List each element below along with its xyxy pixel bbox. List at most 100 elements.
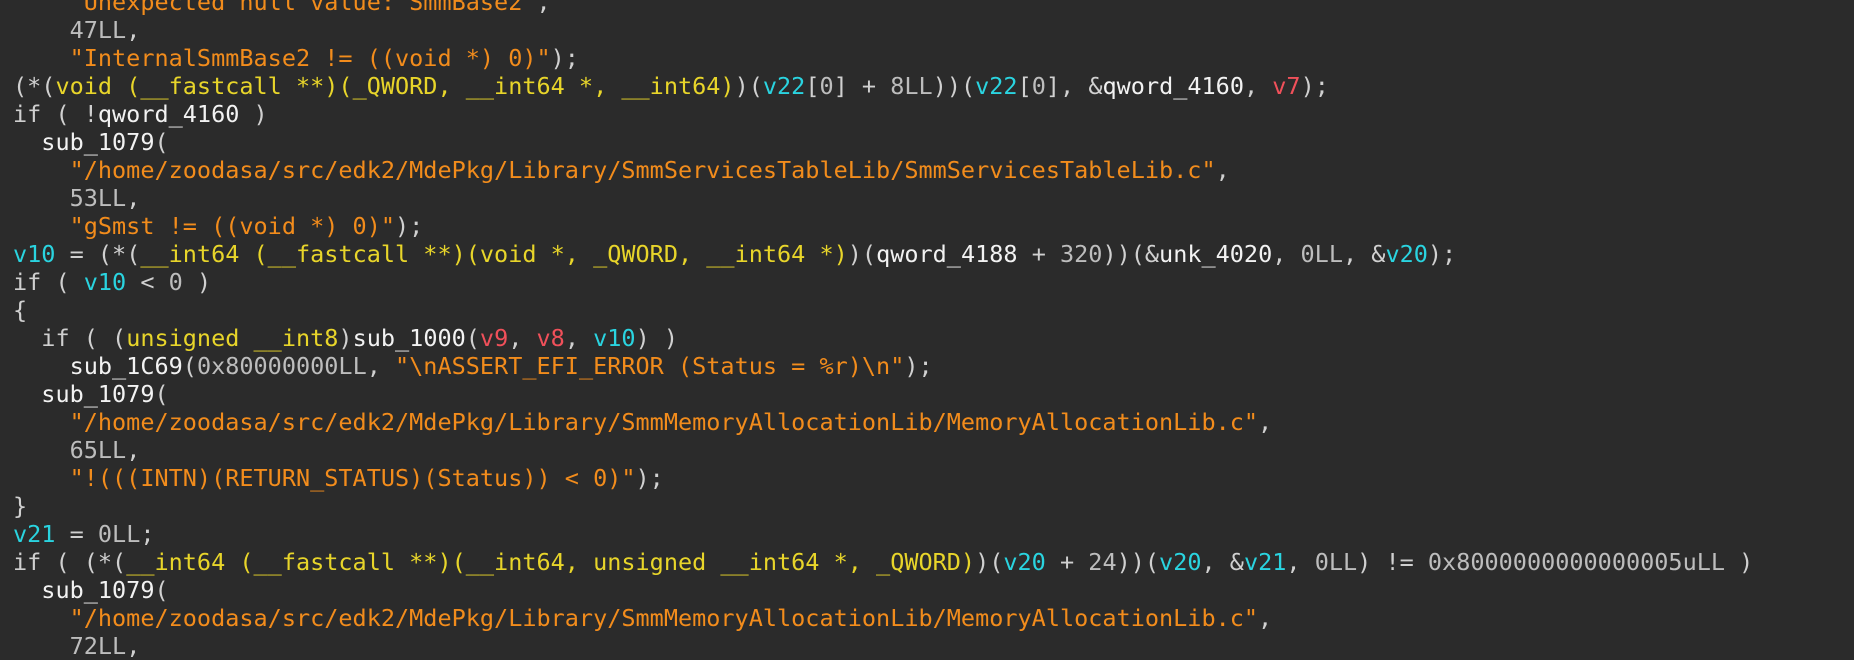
code-token: __int64 (__fastcall **)(__int64, unsigne… (126, 548, 976, 576)
code-token: 0LL (1314, 548, 1358, 576)
code-token: ))( (1116, 548, 1160, 576)
code-token: ] + (833, 72, 891, 100)
code-token: unk_4020 (1159, 240, 1273, 268)
code-token: ( (182, 352, 197, 380)
code-token: v20 (1003, 548, 1046, 576)
code-token (13, 212, 70, 240)
code-token: ); (904, 352, 933, 380)
code-token: [ (1017, 72, 1032, 100)
code-token: , (1258, 408, 1273, 436)
code-token: 0 (819, 72, 834, 100)
code-token: v21 (13, 520, 56, 548)
code-token: , (564, 324, 594, 352)
code-token: v20 (1385, 240, 1428, 268)
code-token: v8 (536, 324, 565, 352)
code-token: ( (*( (41, 548, 127, 576)
code-token: ); (395, 212, 424, 240)
code-token: v10 (593, 324, 636, 352)
code-token (13, 44, 70, 72)
code-token: ( (154, 380, 169, 408)
code-token: unsigned __int8 (126, 324, 339, 352)
code-line: if ( (*(__int64 (__fastcall **)(__int64,… (0, 548, 1854, 576)
code-line: 47LL, (0, 16, 1854, 44)
code-token: , (126, 184, 141, 212)
code-token: if (13, 100, 42, 128)
code-line: v10 = (*(__int64 (__fastcall **)(void *,… (0, 240, 1854, 268)
code-token: ); (1300, 72, 1329, 100)
code-line: "!(((INTN)(RETURN_STATUS)(Status)) < 0)"… (0, 464, 1854, 492)
code-token: + (1017, 240, 1060, 268)
code-token (13, 324, 41, 352)
code-token (13, 184, 70, 212)
code-token: + (1045, 548, 1089, 576)
code-token: = (55, 520, 98, 548)
code-token: void (__fastcall **)(_QWORD, __int64 *, … (55, 72, 735, 100)
code-token: 24 (1088, 548, 1117, 576)
code-token: sub_1079 (41, 128, 155, 156)
code-token: sub_1079 (41, 576, 155, 604)
code-line: "/home/zoodasa/src/edk2/MdePkg/Library/S… (0, 408, 1854, 436)
code-line: sub_1C69(0x80000000LL, "\nASSERT_EFI_ERR… (0, 352, 1854, 380)
code-token: 0 (168, 268, 183, 296)
code-token: ) (239, 100, 268, 128)
code-token: 72LL (69, 632, 127, 660)
code-token: < (126, 268, 169, 296)
code-token: 8LL (890, 72, 933, 100)
code-token: if (41, 324, 70, 352)
code-token: v7 (1272, 72, 1301, 100)
code-token: , (126, 632, 141, 660)
code-line: sub_1079( (0, 128, 1854, 156)
code-token: "\nASSERT_EFI_ERROR (Status = %r)\n" (395, 352, 905, 380)
code-token: (*( (13, 72, 56, 100)
code-token (13, 128, 41, 156)
code-token: , & (1201, 548, 1244, 576)
code-token: v9 (479, 324, 509, 352)
code-token: v22 (975, 72, 1018, 100)
code-token: qword_4160 (97, 100, 240, 128)
code-token: 65LL (69, 436, 127, 464)
code-token: "/home/zoodasa/src/edk2/MdePkg/Library/S… (69, 156, 1216, 184)
code-line: "InternalSmmBase2 != ((void *) 0)"); (0, 44, 1854, 72)
code-token (13, 156, 70, 184)
code-token: ; (140, 520, 155, 548)
code-token: [ (805, 72, 820, 100)
code-token: ); (1427, 240, 1457, 268)
code-line: if ( (unsigned __int8)sub_1000(v9, v8, v… (0, 324, 1854, 352)
code-token: ))(& (1102, 240, 1160, 268)
code-token: { (13, 296, 28, 324)
code-line: "gSmst != ((void *) 0)"); (0, 212, 1854, 240)
code-line: sub_1079( (0, 380, 1854, 408)
code-token: , (126, 16, 141, 44)
code-token: )( (847, 240, 877, 268)
code-token: , (366, 352, 396, 380)
code-token: 0LL (97, 520, 141, 548)
code-token (13, 408, 70, 436)
code-token: ) (182, 268, 212, 296)
code-token: "!(((INTN)(RETURN_STATUS)(Status)) < 0)" (69, 464, 636, 492)
code-token: 53LL (69, 184, 127, 212)
code-token: if (13, 268, 42, 296)
code-token: = (*( (55, 240, 141, 268)
code-token: 0LL (1300, 240, 1343, 268)
code-token: v22 (762, 72, 806, 100)
code-token: v21 (1243, 548, 1287, 576)
code-token: 0x80000000LL (196, 352, 367, 380)
code-token: ))( (932, 72, 976, 100)
code-line: 53LL, (0, 184, 1854, 212)
code-token: , & (1342, 240, 1386, 268)
code-line: if ( !qword_4160 ) (0, 100, 1854, 128)
code-token: , (508, 324, 537, 352)
code-token: 0 (1031, 72, 1046, 100)
code-token: ) ) (635, 324, 679, 352)
code-token: , (1272, 240, 1301, 268)
code-token (13, 576, 41, 604)
code-token: } (13, 492, 28, 520)
code-token: __int64 (__fastcall **)(void *, _QWORD, … (140, 240, 848, 268)
code-token: ( (154, 128, 169, 156)
code-token: ( (154, 576, 169, 604)
code-line: sub_1079( (0, 576, 1854, 604)
code-token: )( (734, 72, 763, 100)
code-token: v10 (13, 240, 56, 268)
code-token: v10 (83, 268, 127, 296)
